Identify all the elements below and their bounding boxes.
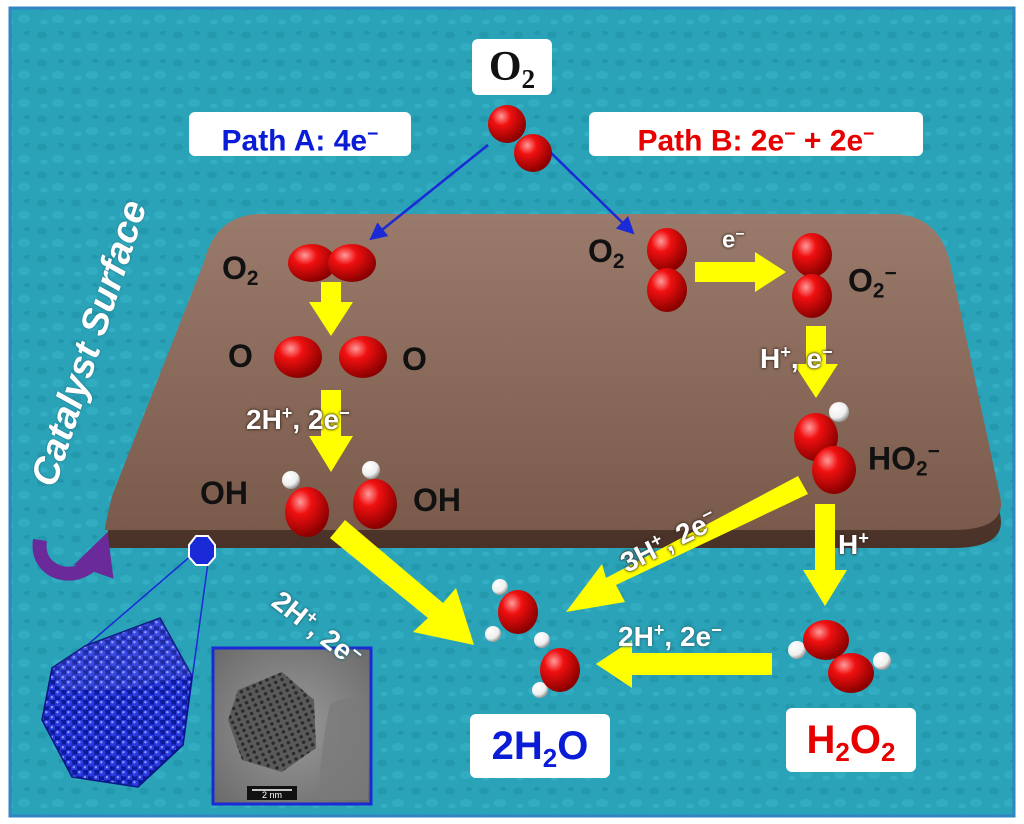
o-atoms-dissociated — [274, 336, 387, 378]
path-b-arrow-2h — [596, 640, 772, 688]
path-b-arrow-h — [803, 504, 847, 606]
path-b-label: Path B: 2e− + 2e− — [589, 112, 923, 158]
o2-molecule-top — [488, 105, 552, 172]
o2-adsorbed-path-a — [288, 244, 376, 282]
path-b-arrow-h-e — [794, 326, 838, 398]
path-b-arrow-3h — [566, 476, 808, 612]
path-a-arrow-3 — [330, 520, 474, 645]
nanoparticle-model — [41, 617, 193, 788]
path-a-arrow-2 — [309, 390, 353, 472]
path-b-h-label: H+ — [838, 528, 869, 560]
zoom-line-left — [84, 547, 201, 648]
path-a-oh-right-label: OH — [413, 482, 461, 518]
peroxide-product-label: H2O2 — [786, 708, 916, 772]
path-a-o-right-label: O — [402, 341, 427, 377]
path-a-label: Path A: 4e− — [189, 112, 411, 158]
superoxide-molecule — [792, 233, 832, 318]
path-b-o2-label: O2 — [588, 233, 625, 274]
path-a-o-left-label: O — [228, 338, 253, 374]
oh-groups — [282, 461, 397, 537]
path-b-step1-label: H+, e− — [760, 342, 833, 374]
superoxide-label: O2− — [848, 262, 897, 303]
path-b-electron-label: e− — [722, 226, 745, 254]
hydroperoxide-label: HO2− — [868, 440, 940, 481]
top-o2-label: O2 — [472, 39, 552, 95]
tem-image-inset — [211, 646, 373, 806]
path-b-arrow-e — [695, 252, 786, 292]
curved-arrow-icon — [32, 532, 114, 581]
tem-scale-label: 2 nm — [261, 790, 282, 800]
hydrogen-peroxide-molecule — [788, 620, 891, 693]
path-b-adsorption-arrow — [542, 144, 635, 235]
path-a-step1-label: 2H+, 2e− — [246, 403, 350, 435]
active-site-hexagon-icon — [188, 535, 216, 566]
path-a-o2-label: O2 — [222, 250, 259, 291]
o2-adsorbed-path-b — [647, 228, 687, 312]
water-molecules — [485, 579, 580, 698]
path-a-oh-left-label: OH — [200, 475, 248, 511]
path-b-2h-label: 2H+, 2e− — [618, 620, 722, 652]
path-a-arrow-1 — [309, 282, 353, 336]
hydroperoxide-molecule — [794, 402, 856, 494]
path-a-adsorption-arrow — [369, 144, 489, 241]
water-product-label: 2H2O — [470, 714, 610, 778]
